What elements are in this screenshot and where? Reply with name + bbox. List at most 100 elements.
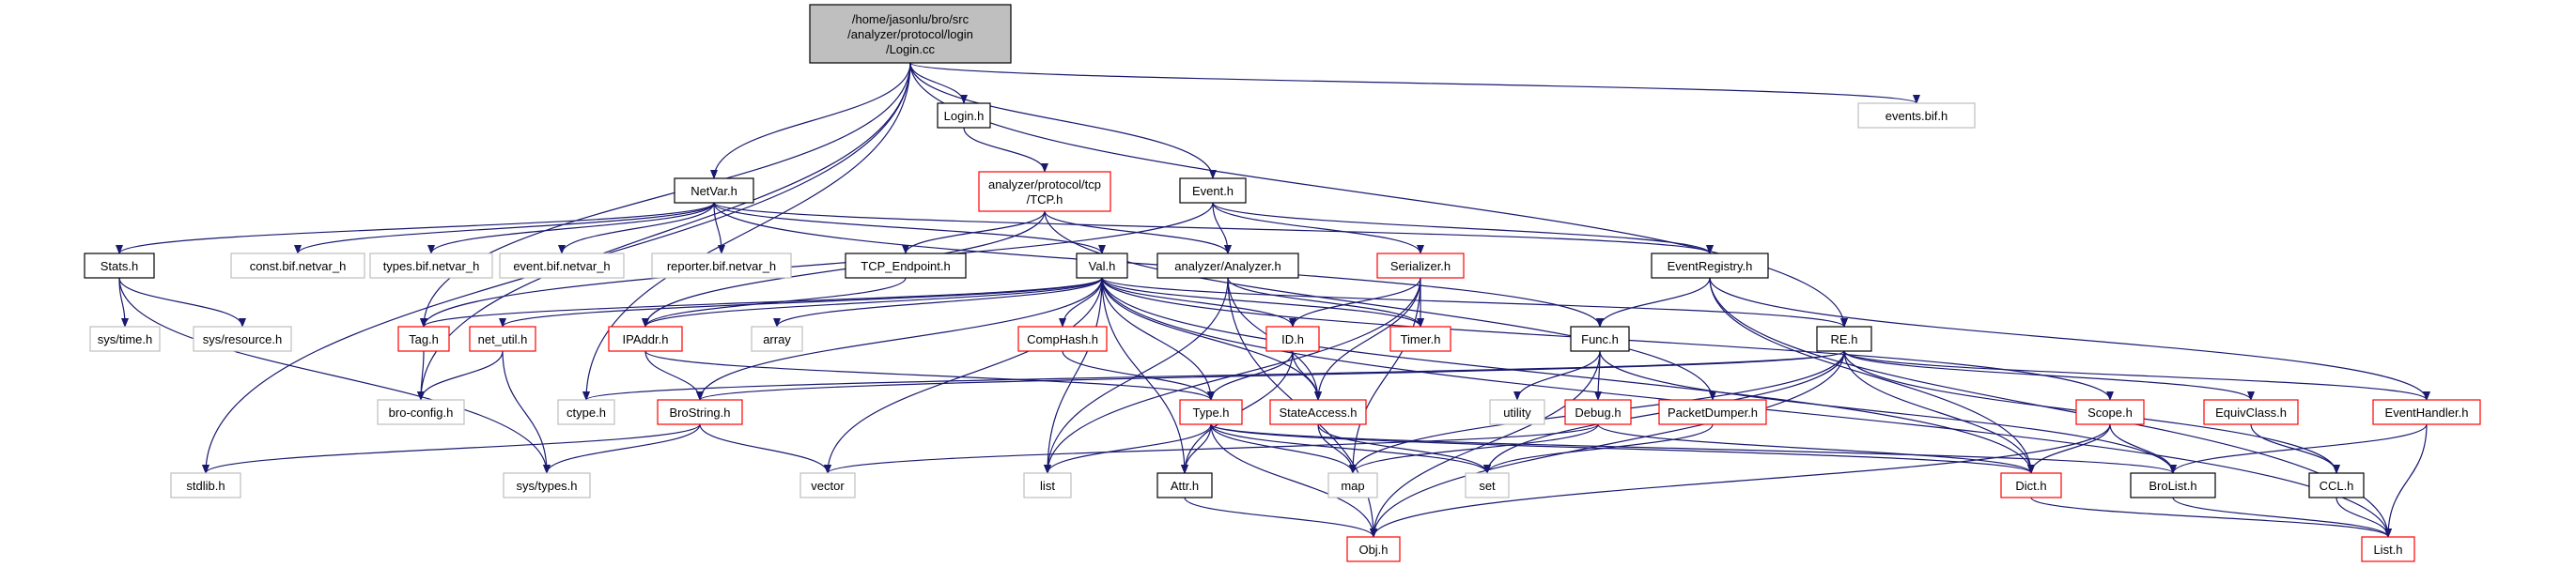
node-label: /Login.cc bbox=[886, 42, 936, 56]
node-brolist-h[interactable]: BroList.h bbox=[2130, 472, 2216, 498]
node-label: sys/resource.h bbox=[203, 332, 283, 346]
node-box bbox=[2130, 472, 2216, 498]
node-event-bif-netvar-h: event.bif.netvar_h bbox=[499, 253, 625, 279]
node-comphash-h[interactable]: CompHash.h bbox=[1017, 326, 1108, 352]
edge-re-to-obj bbox=[1370, 350, 1845, 538]
node-ipaddr-h[interactable]: IPAddr.h bbox=[608, 326, 683, 352]
edge-debug-to-map bbox=[1349, 423, 1599, 474]
node-tcp-endpoint-h[interactable]: TCP_Endpoint.h bbox=[845, 253, 967, 279]
node-analyzer-h[interactable]: analyzer/Analyzer.h bbox=[1156, 253, 1299, 279]
edge-root-to-events_bif bbox=[909, 62, 1920, 104]
node-root[interactable]: /home/jasonlu/bro/src/analyzer/protocol/… bbox=[809, 4, 1012, 64]
node-box bbox=[1327, 472, 1378, 498]
node-label: CompHash.h bbox=[1027, 332, 1098, 346]
node-label: ID.h bbox=[1281, 332, 1304, 346]
edge-func-to-brolist bbox=[1599, 350, 2177, 474]
node-dict-h[interactable]: Dict.h bbox=[2000, 472, 2062, 498]
node-box bbox=[1076, 253, 1128, 279]
edge-event-to-serializer bbox=[1212, 202, 1424, 254]
node-bro-config-h: bro-config.h bbox=[377, 399, 465, 425]
edge-root-to-event bbox=[909, 62, 1217, 179]
edge-netvar-to-types_bif bbox=[427, 202, 715, 254]
node-box bbox=[751, 326, 803, 352]
node-ccl-h[interactable]: CCL.h bbox=[2308, 472, 2365, 498]
node-label: PacketDumper.h bbox=[1668, 406, 1758, 420]
node-obj-h[interactable]: Obj.h bbox=[1346, 536, 1401, 562]
node-box bbox=[1179, 177, 1247, 204]
node-timer-h[interactable]: Timer.h bbox=[1389, 326, 1451, 352]
edge-event_registry-to-func bbox=[1596, 277, 1711, 328]
edge-type-to-brolist bbox=[1210, 423, 2177, 474]
edge-type-to-list bbox=[1044, 423, 1212, 474]
node-type-h[interactable]: Type.h bbox=[1179, 399, 1243, 425]
node-eventhandler-h[interactable]: EventHandler.h bbox=[2372, 399, 2481, 425]
node-label: net_util.h bbox=[478, 332, 528, 346]
edge-netvar-to-reporter_bif bbox=[713, 202, 725, 254]
node-val-h[interactable]: Val.h bbox=[1076, 253, 1128, 279]
node-id-h[interactable]: ID.h bbox=[1265, 326, 1320, 352]
node-net-util-h[interactable]: net_util.h bbox=[469, 326, 536, 352]
edge-equivclass-to-ccl bbox=[2250, 423, 2340, 474]
node-box bbox=[1658, 399, 1767, 425]
node-tcp-h[interactable]: analyzer/protocol/tcp/TCP.h bbox=[978, 171, 1111, 212]
edge-val-to-id bbox=[1101, 277, 1296, 328]
edge-val-to-attr bbox=[1101, 277, 1188, 474]
node-box bbox=[89, 326, 161, 352]
node-label: IPAddr.h bbox=[623, 332, 669, 346]
node-box bbox=[397, 326, 450, 352]
node-const-bif-netvar-h: const.bif.netvar_h bbox=[230, 253, 365, 279]
node-list: list bbox=[1023, 472, 1072, 498]
edge-scope-to-dict bbox=[2027, 423, 2111, 474]
node-label: Event.h bbox=[1192, 184, 1234, 198]
edge-type-to-dict bbox=[1210, 423, 2035, 474]
edge-brostring-to-stdlib bbox=[202, 423, 701, 474]
node-types-bif-netvar-h: types.bif.netvar_h bbox=[369, 253, 493, 279]
edge-brostring-to-vector bbox=[699, 423, 831, 474]
node-box bbox=[657, 399, 743, 425]
node-equivclass-h[interactable]: EquivClass.h bbox=[2203, 399, 2299, 425]
node-label: list bbox=[1040, 479, 1055, 493]
node-box bbox=[2000, 472, 2062, 498]
node-serializer-h[interactable]: Serializer.h bbox=[1376, 253, 1465, 279]
node-label: array bbox=[763, 332, 791, 346]
node-login-h[interactable]: Login.h bbox=[937, 102, 991, 129]
node-packetdumper-h[interactable]: PacketDumper.h bbox=[1658, 399, 1767, 425]
edge-debug-to-dict bbox=[1597, 423, 2035, 474]
node-box bbox=[809, 4, 1012, 64]
edge-re-to-equivclass bbox=[1843, 350, 2255, 401]
node-label: /TCP.h bbox=[1027, 192, 1063, 207]
node-scope-h[interactable]: Scope.h bbox=[2075, 399, 2145, 425]
node-event-h[interactable]: Event.h bbox=[1179, 177, 1247, 204]
edge-val-to-brostring bbox=[696, 277, 1103, 401]
edge-event-to-analyzer bbox=[1212, 202, 1232, 254]
node-box bbox=[1265, 326, 1320, 352]
node-stateaccess-h[interactable]: StateAccess.h bbox=[1269, 399, 1367, 425]
node-box bbox=[1651, 253, 1769, 279]
node-label: const.bif.netvar_h bbox=[250, 259, 347, 273]
node-func-h[interactable]: Func.h bbox=[1570, 326, 1630, 352]
node-attr-h[interactable]: Attr.h bbox=[1156, 472, 1213, 498]
edge-val-to-net_util bbox=[499, 277, 1103, 328]
edge-eventhandler-to-list_h bbox=[2384, 423, 2428, 538]
node-box bbox=[2203, 399, 2299, 425]
node-re-h[interactable]: RE.h bbox=[1816, 326, 1872, 352]
node-box bbox=[2308, 472, 2365, 498]
node-box bbox=[1816, 326, 1872, 352]
node-label: utility bbox=[1503, 406, 1531, 420]
edge-val-to-timer bbox=[1101, 277, 1424, 328]
node-stats-h[interactable]: Stats.h bbox=[84, 253, 155, 279]
node-label: StateAccess.h bbox=[1279, 406, 1357, 420]
node-list-h[interactable]: List.h bbox=[2361, 536, 2415, 562]
node-box bbox=[1570, 326, 1630, 352]
node-event-registry-h[interactable]: EventRegistry.h bbox=[1651, 253, 1769, 279]
node-label: List.h bbox=[2373, 543, 2402, 557]
node-tag-h[interactable]: Tag.h bbox=[397, 326, 450, 352]
node-brostring-h[interactable]: BroString.h bbox=[657, 399, 743, 425]
node-netvar-h[interactable]: NetVar.h bbox=[674, 177, 754, 204]
node-layer: /home/jasonlu/bro/src/analyzer/protocol/… bbox=[84, 4, 2481, 562]
edge-val-to-list bbox=[1044, 277, 1103, 474]
node-box bbox=[469, 326, 536, 352]
node-label: types.bif.netvar_h bbox=[383, 259, 480, 273]
node-debug-h[interactable]: Debug.h bbox=[1564, 399, 1632, 425]
